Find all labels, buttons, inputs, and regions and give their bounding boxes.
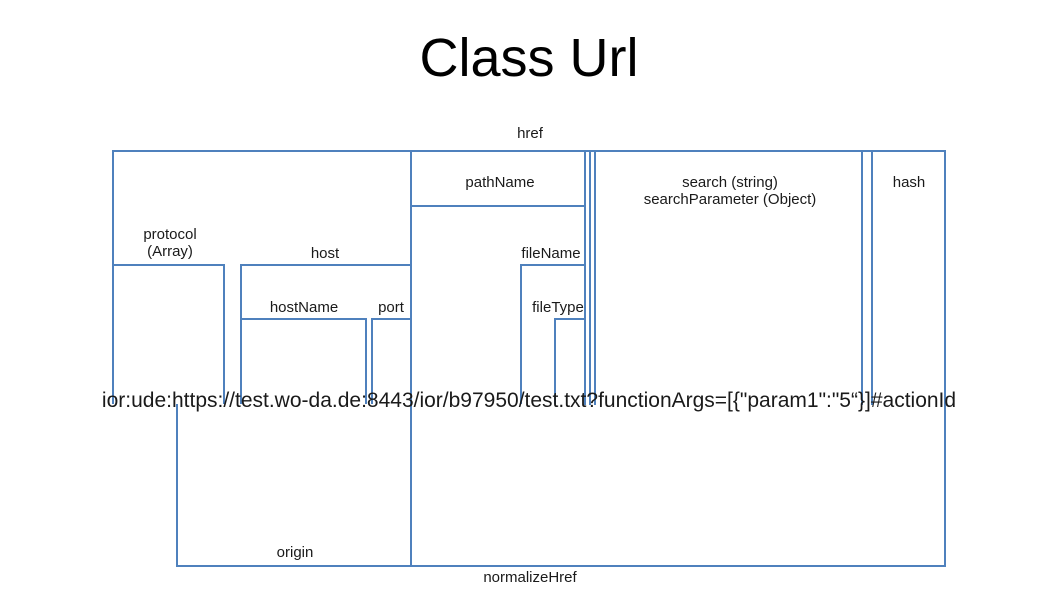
hostname-bracket-top	[240, 318, 365, 320]
origin-label: origin	[276, 544, 314, 561]
protocol-label: protocol (Array)	[143, 226, 197, 260]
search-bracket-left	[594, 150, 596, 405]
protocol-bracket-top	[112, 264, 223, 266]
origin-bracket-bottom	[176, 565, 411, 567]
search-divider-line	[589, 150, 591, 405]
page-title: Class Url	[419, 28, 639, 88]
host-bracket-top	[240, 264, 412, 266]
hash-bracket-left	[871, 150, 873, 405]
url-string: ior:ude:https://test.wo-da.de:8443/ior/b…	[101, 389, 957, 412]
filename-bracket-top	[520, 264, 585, 266]
hostname-bracket-right	[365, 318, 367, 404]
port-bracket-left	[371, 318, 373, 404]
filetype-bracket-left	[554, 318, 556, 404]
filetype-label: fileType	[532, 299, 584, 316]
normalizehref-bracket-left	[410, 404, 412, 567]
href-label: href	[517, 125, 543, 142]
port-bracket-top	[371, 318, 412, 320]
origin-bracket-left	[176, 404, 178, 567]
hostname-label: hostName	[269, 299, 339, 316]
search-label: search (string) searchParameter (Object)	[643, 174, 817, 208]
protocol-bracket-right	[223, 264, 225, 404]
port-label: port	[378, 299, 404, 316]
filetype-bracket-top	[554, 318, 585, 320]
host-label: host	[310, 245, 340, 262]
normalizehref-bracket-right	[944, 404, 946, 567]
filename-label: fileName	[521, 245, 581, 262]
href-bracket-top	[112, 150, 946, 152]
pathname-bracket-bottom	[410, 205, 585, 207]
pathname-bracket-left	[410, 150, 412, 405]
filename-bracket-left	[520, 264, 522, 404]
normalizehref-bracket-bottom	[410, 565, 946, 567]
search-bracket-right	[861, 150, 863, 405]
pathname-bracket-right	[584, 150, 586, 405]
href-bracket-right	[944, 150, 946, 404]
normalizehref-label: normalizeHref	[483, 569, 577, 586]
host-bracket-left	[240, 264, 242, 404]
hash-label: hash	[892, 174, 926, 191]
pathname-label: pathName	[465, 174, 535, 191]
href-bracket-left	[112, 150, 114, 404]
